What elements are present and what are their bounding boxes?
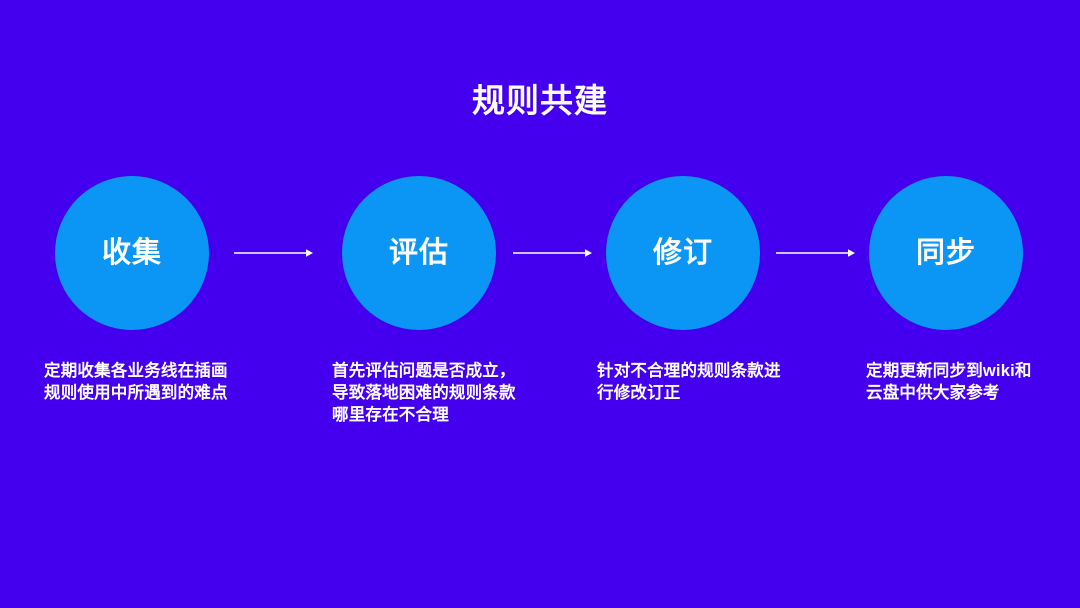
flow-step-circle: 评估 [342,176,496,330]
flow-step-label: 评估 [388,236,449,269]
flow-step-circle: 修订 [606,176,760,330]
flow-step-sync[interactable]: 同步 [869,176,1023,330]
arrow-right-icon [234,245,314,261]
flow-step-caption-evaluate: 首先评估问题是否成立，导致落地困难的规则条款哪里存在不合理 [332,362,516,424]
flow-step-revise[interactable]: 修订 [606,176,760,330]
flow-step-caption-sync: 定期更新同步到wiki和云盘中供大家参考 [866,362,1032,402]
flow-step-caption-collect: 定期收集各业务线在插画规则使用中所遇到的难点 [44,362,228,402]
flow-step-caption-revise: 针对不合理的规则条款进行修改订正 [597,362,781,402]
flow-step-label: 修订 [652,236,713,269]
page-title: 规则共建 [472,82,608,119]
flow-captions: 定期收集各业务线在插画规则使用中所遇到的难点 首先评估问题是否成立，导致落地困难… [0,360,1080,470]
arrow-right-icon [513,245,593,261]
flow-step-circle: 同步 [869,176,1023,330]
arrow-right-icon [776,245,856,261]
flow-step-collect[interactable]: 收集 [55,176,209,330]
process-flow: 收集 评估 修订 [0,176,1080,332]
flow-step-label: 同步 [915,236,976,269]
flow-step-label: 收集 [101,236,162,269]
flow-step-evaluate[interactable]: 评估 [342,176,496,330]
flow-step-circle: 收集 [55,176,209,330]
